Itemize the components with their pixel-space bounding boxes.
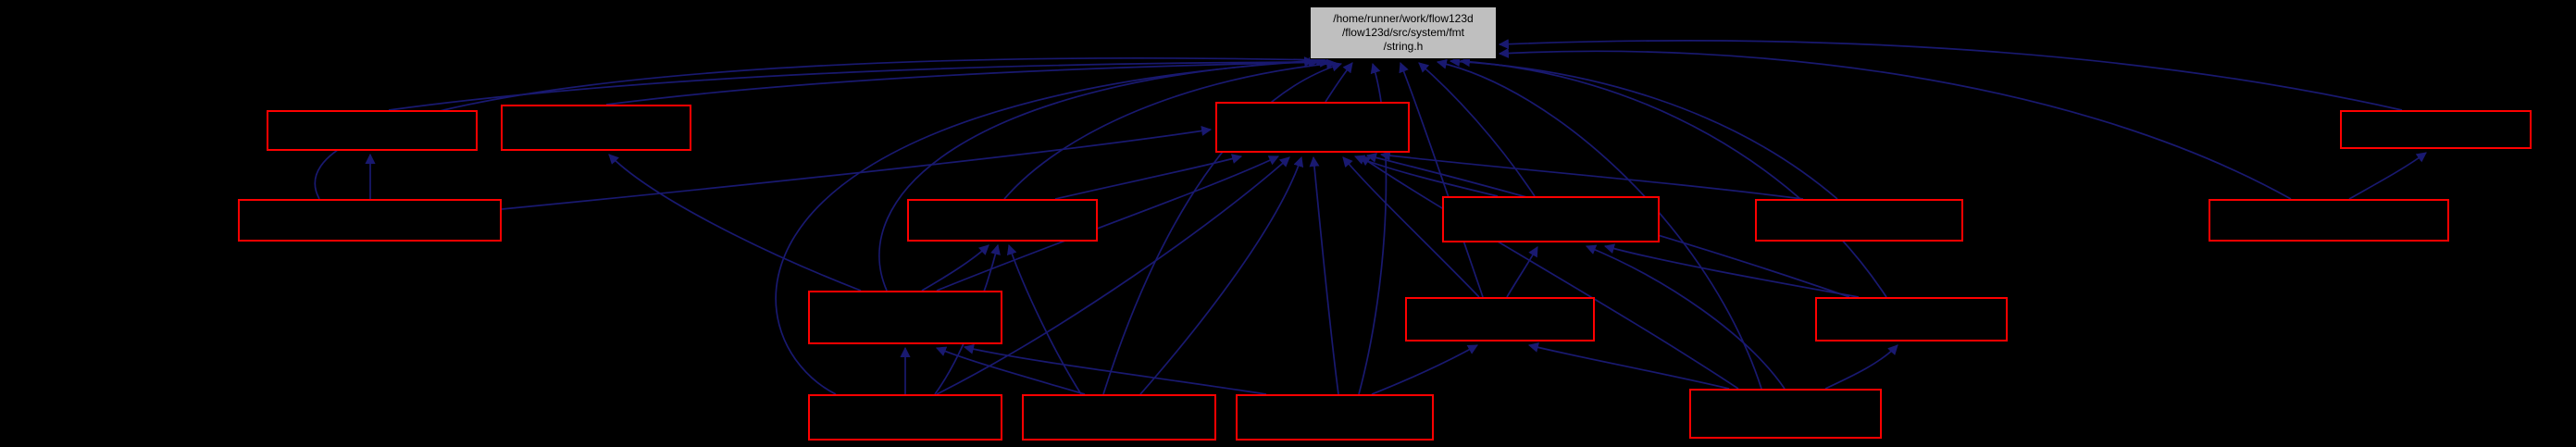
root-file-path-line1: /home/runner/work/flow123d	[1333, 12, 1474, 25]
dependent-file-node[interactable]	[1442, 196, 1660, 242]
dependent-file-node[interactable]	[808, 291, 1002, 344]
dependent-file-node[interactable]	[501, 105, 691, 151]
dependent-file-node[interactable]	[1022, 394, 1216, 441]
dependent-file-node[interactable]	[2340, 110, 2532, 149]
dependent-file-node[interactable]	[1815, 297, 2008, 341]
root-file-path: /home/runner/work/flow123d /flow123d/src…	[1333, 12, 1473, 54]
dependent-file-node[interactable]	[1405, 297, 1595, 341]
root-file-node: /home/runner/work/flow123d /flow123d/src…	[1310, 6, 1497, 59]
dependent-file-node[interactable]	[2209, 199, 2449, 242]
dependent-file-node[interactable]	[907, 199, 1098, 242]
dependent-file-node[interactable]	[238, 199, 502, 242]
dependent-file-node[interactable]	[1755, 199, 1963, 242]
root-file-path-line3: /string.h	[1383, 40, 1424, 53]
dependent-file-node[interactable]	[1236, 394, 1434, 441]
dependent-file-node[interactable]	[1215, 102, 1410, 153]
dependent-file-node[interactable]	[1689, 389, 1882, 439]
dependent-file-node[interactable]	[808, 394, 1002, 441]
root-file-path-line2: /flow123d/src/system/fmt	[1341, 26, 1465, 39]
dependent-file-node[interactable]	[267, 110, 478, 151]
